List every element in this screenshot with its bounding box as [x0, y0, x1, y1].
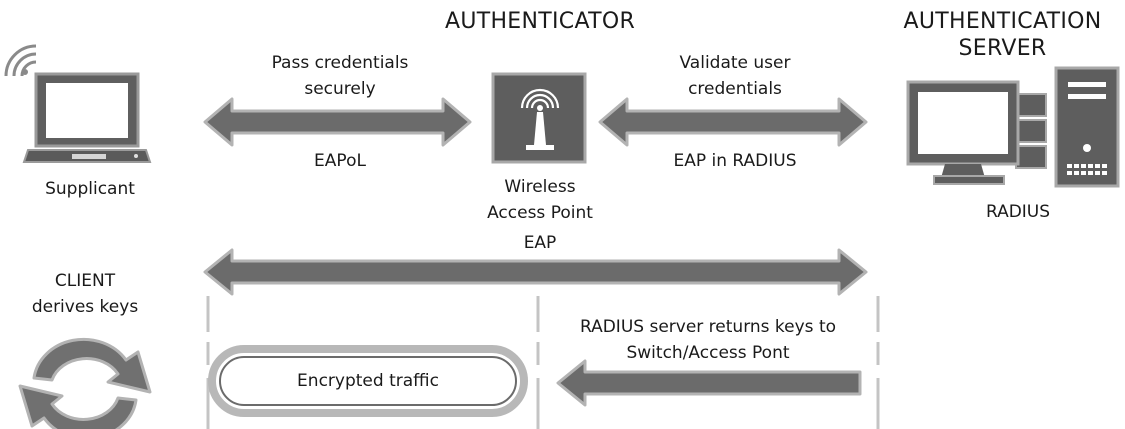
- eap-in-radius-double-arrow: [598, 97, 868, 147]
- access-point-label: Wireless Access Point: [487, 177, 593, 223]
- laptop-icon: [4, 44, 152, 163]
- supplicant-label: Supplicant: [45, 179, 135, 199]
- client-derives-keys-label: CLIENT derives keys: [31, 271, 139, 317]
- wireless-access-point-icon: [491, 72, 587, 164]
- pass-credentials-label: Pass credentials securely: [271, 53, 409, 99]
- radius-label: RADIUS: [985, 202, 1051, 222]
- encrypted-traffic-pill: [208, 345, 528, 417]
- eap-double-arrow: [203, 248, 868, 296]
- validate-credentials-label: Validate user credentials: [679, 53, 791, 99]
- divider-lines: [206, 296, 880, 429]
- desktop-server-icon: [906, 66, 1120, 188]
- encrypted-traffic-label: Encrypted traffic: [297, 371, 439, 391]
- authentication-server-heading: AUTHENTICATION SERVER: [903, 9, 1102, 61]
- radius-returns-keys-label: RADIUS server returns keys to Switch/Acc…: [579, 317, 837, 363]
- eap-label: EAP: [523, 233, 557, 253]
- wifi-signal-icon: [4, 44, 37, 77]
- keys-return-arrow: [556, 359, 862, 407]
- refresh-cycle-icon: [18, 337, 152, 429]
- eapol-double-arrow: [203, 97, 472, 147]
- authenticator-heading: AUTHENTICATOR: [444, 9, 636, 34]
- eapol-label: EAPoL: [314, 151, 366, 171]
- eap-in-radius-label: EAP in RADIUS: [673, 151, 797, 171]
